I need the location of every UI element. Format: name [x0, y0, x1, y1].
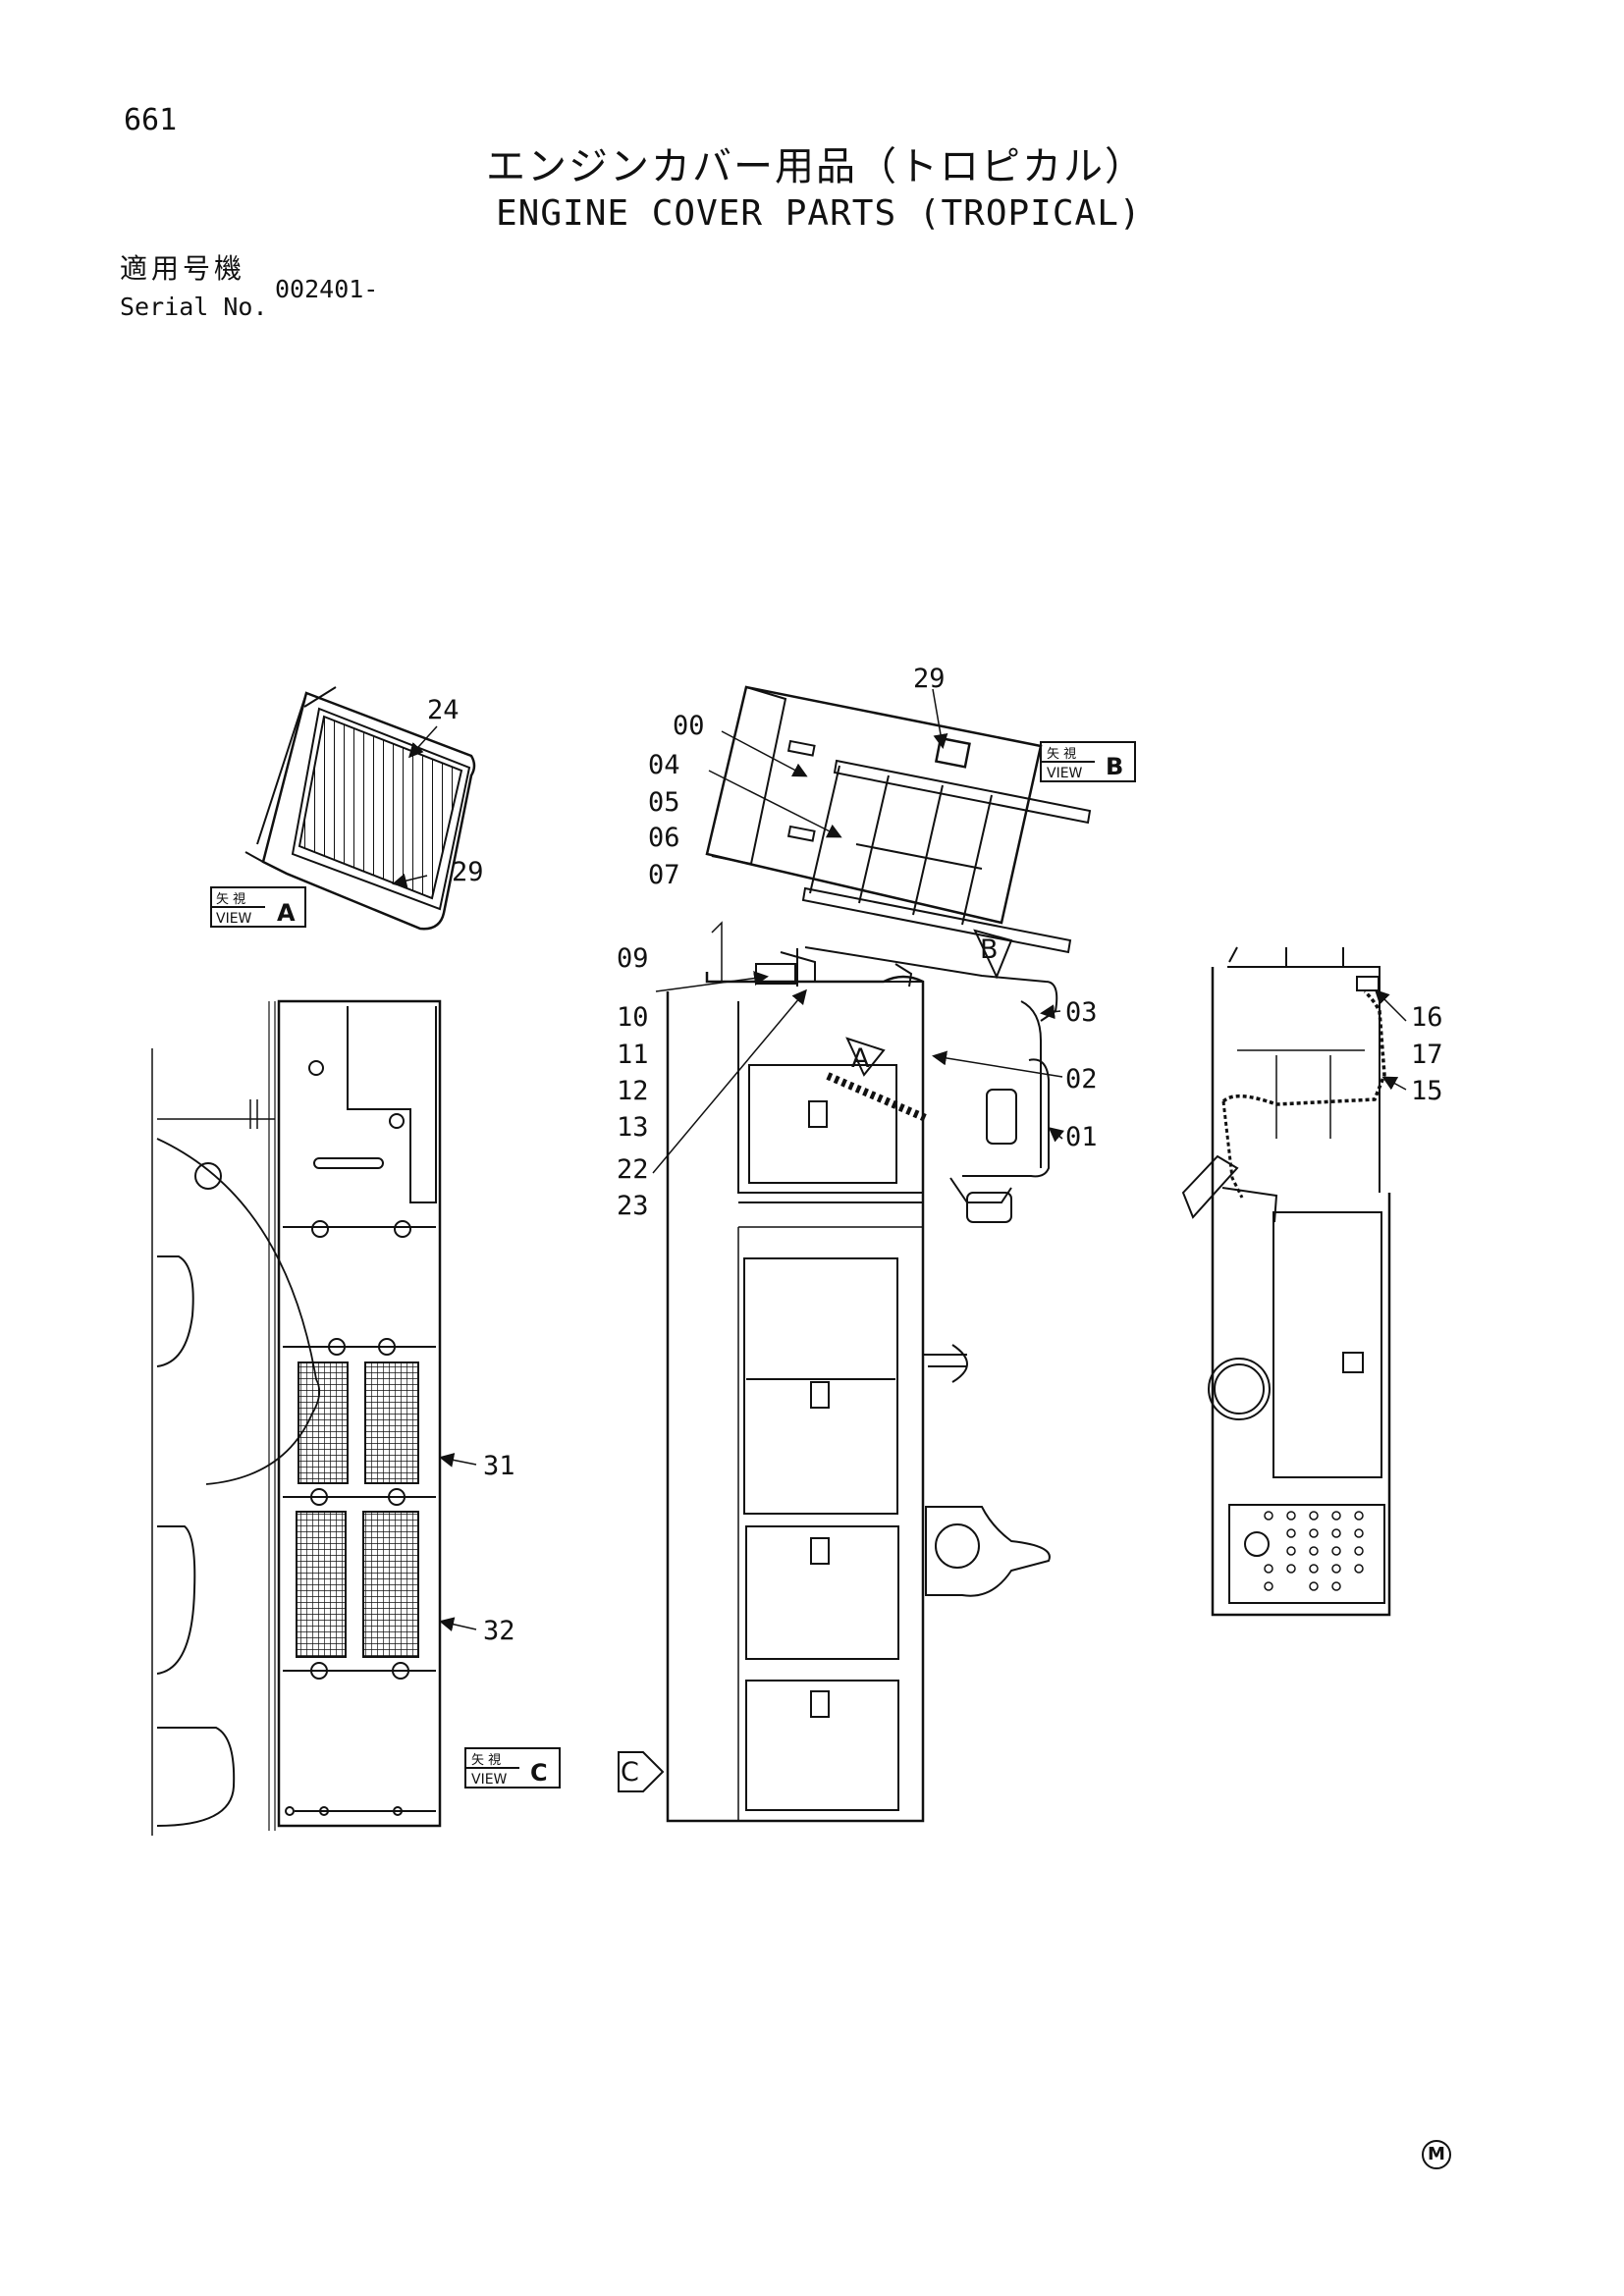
view-b-tag: 矢 視 VIEW B	[1040, 741, 1136, 782]
right-side-view	[1181, 946, 1391, 1617]
view-a-arrow-letter: A	[851, 1043, 870, 1074]
serial-label: Serial No.	[120, 293, 268, 321]
callout-29-view-a: 29	[452, 857, 484, 887]
view-a-letter: A	[277, 899, 296, 927]
view-c-tag: 矢 視 VIEW C	[464, 1747, 561, 1789]
callout-05: 05	[648, 787, 680, 818]
view-a-tag: 矢 視 VIEW A	[210, 886, 306, 928]
view-c-cover-plan	[151, 999, 442, 1836]
callout-13: 13	[617, 1112, 649, 1143]
view-b-cover-detail	[705, 685, 1092, 954]
callout-07: 07	[648, 860, 680, 890]
callout-32: 32	[483, 1616, 515, 1646]
callout-17: 17	[1411, 1040, 1443, 1070]
view-b-letter: B	[1106, 753, 1123, 780]
callout-00: 00	[673, 711, 705, 741]
callout-04: 04	[648, 750, 680, 780]
serial-number-value: 002401-	[275, 275, 379, 303]
view-a-view-label: VIEW	[216, 911, 252, 927]
callout-10: 10	[617, 1002, 649, 1033]
view-b-arrow-letter: B	[980, 934, 999, 965]
view-c-arrow-letter: C	[621, 1757, 639, 1788]
part-callouts: 24 29 29 00 04 05 06 07 09 10 11 12 13 2…	[427, 664, 1443, 1646]
callout-09: 09	[617, 943, 649, 974]
page-number: 661	[124, 103, 178, 137]
view-b-arrow-marker: B	[973, 929, 1013, 980]
callout-02: 02	[1065, 1064, 1098, 1095]
view-b-view-label: VIEW	[1047, 766, 1083, 781]
view-c-arrow-marker: C	[618, 1751, 665, 1792]
callout-31: 31	[483, 1451, 515, 1481]
view-b-jp-label: 矢 視	[1047, 747, 1076, 762]
callout-11: 11	[617, 1040, 649, 1070]
page-title-japanese: エンジンカバー用品（トロピカル）	[486, 144, 1146, 189]
callout-24: 24	[427, 695, 460, 725]
callout-12: 12	[617, 1076, 649, 1106]
callout-29-view-b: 29	[913, 664, 946, 694]
leader-lines	[392, 688, 1407, 1631]
page-title: ENGINE COVER PARTS (TROPICAL)	[496, 193, 1142, 234]
callout-22: 22	[617, 1154, 649, 1185]
callout-16: 16	[1411, 1002, 1443, 1033]
serial-label-japanese: 適用号機	[120, 252, 246, 285]
corner-mark: M	[1422, 2140, 1451, 2169]
view-c-view-label: VIEW	[471, 1772, 508, 1788]
callout-03: 03	[1065, 997, 1098, 1028]
callout-01: 01	[1065, 1122, 1098, 1152]
view-c-jp-label: 矢 視	[471, 1753, 501, 1768]
view-a-jp-label: 矢 視	[216, 892, 245, 907]
callout-23: 23	[617, 1191, 649, 1221]
main-side-view	[666, 921, 1058, 1823]
view-a-arrow-marker: A	[845, 1037, 886, 1077]
view-c-letter: C	[530, 1759, 548, 1787]
callout-15: 15	[1411, 1076, 1443, 1106]
callout-06: 06	[648, 823, 680, 853]
